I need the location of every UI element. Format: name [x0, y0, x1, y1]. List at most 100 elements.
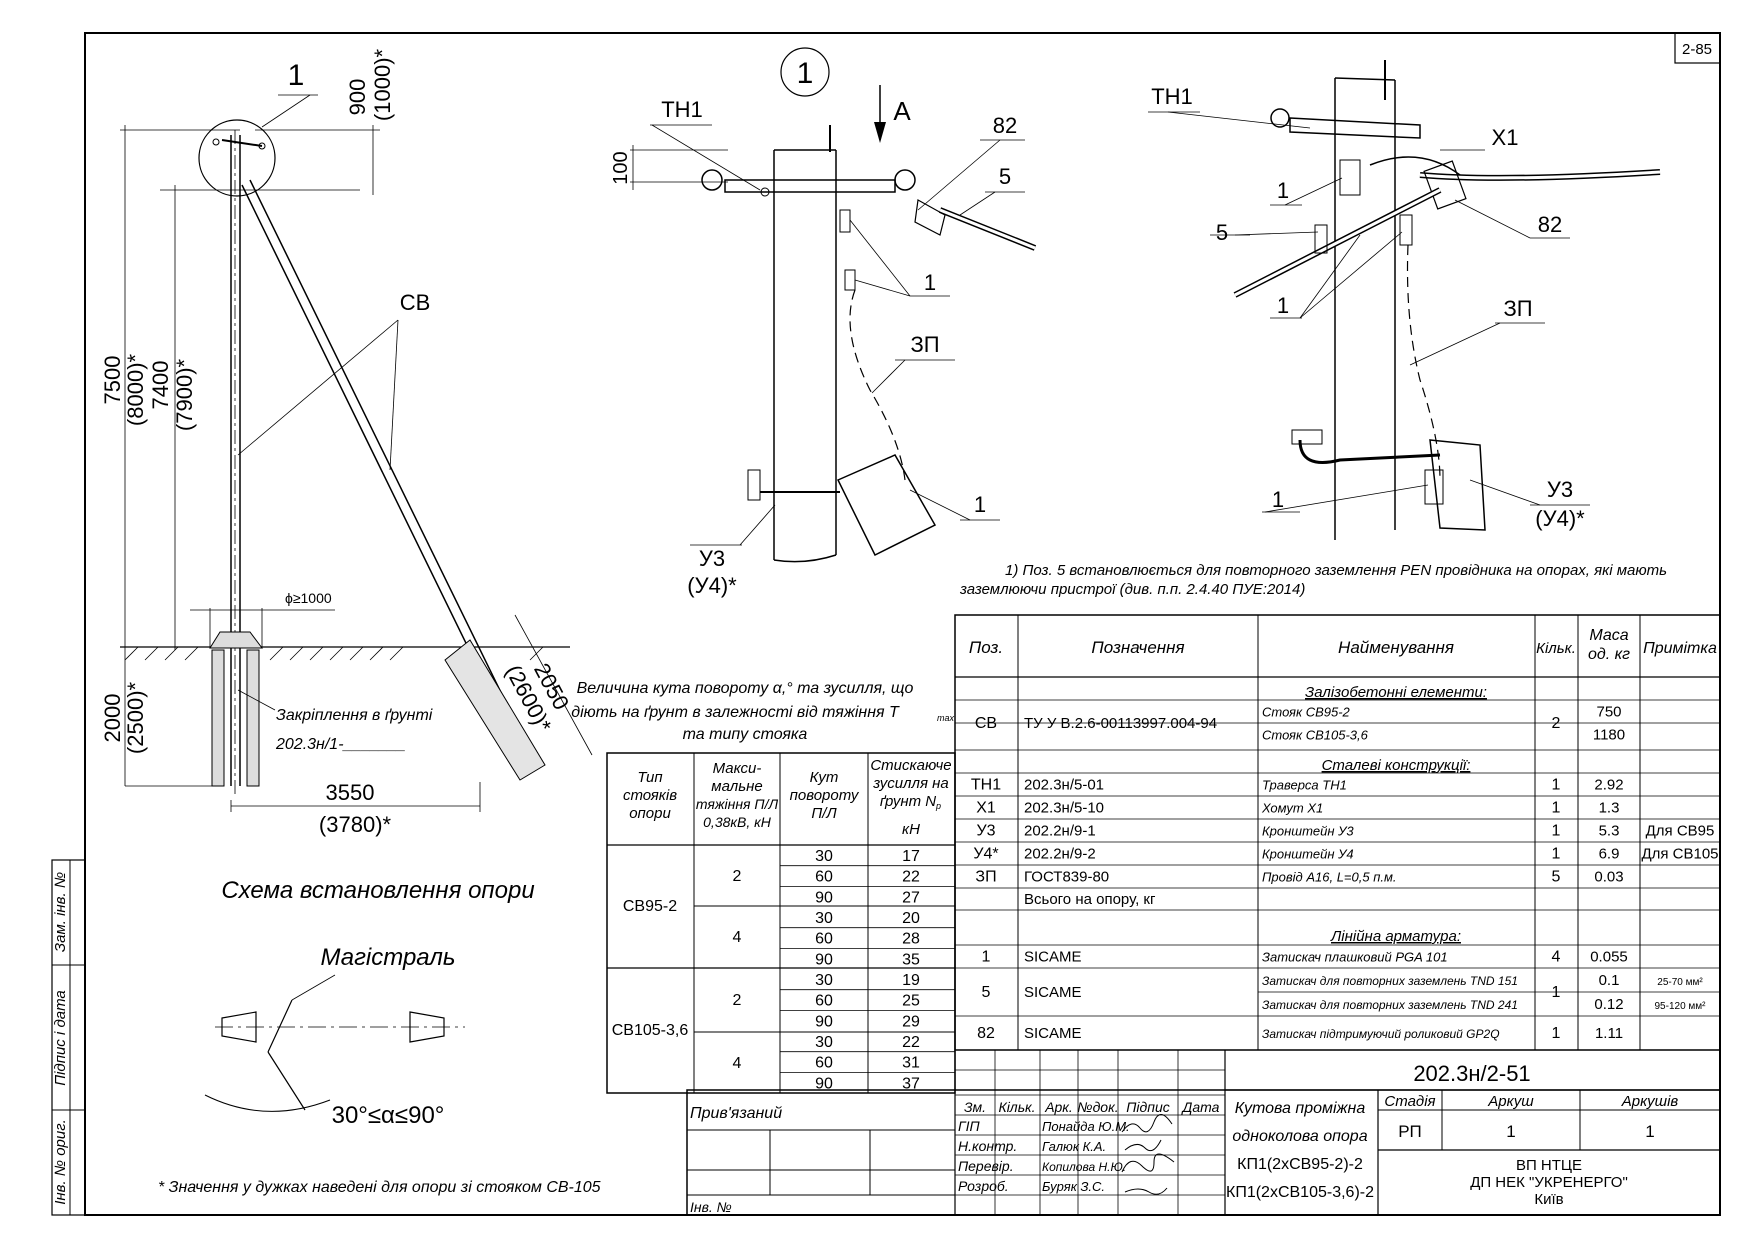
sheet-code-box [1674, 32, 1721, 64]
spec-pos: У3 [976, 823, 995, 840]
sh-mass-1: Маса [1589, 627, 1628, 644]
side-label-orig: Інв. № ориг. [52, 1119, 69, 1205]
r-label-x1: Х1 [1492, 125, 1519, 150]
sh-note: Примітка [1643, 640, 1717, 657]
ft-ten-4: 4 [733, 1055, 742, 1072]
sh-pos: Поз. [969, 638, 1003, 657]
fh-ten-4: 0,38кВ, кН [703, 814, 772, 830]
plan-label: Магістраль [320, 944, 455, 971]
r-label-u3: У3 [1547, 477, 1573, 502]
spec-designation: SICAME [1024, 984, 1082, 1001]
dim-diameter: ϕ≥1000 [285, 590, 332, 606]
spec-designation: ГОСТ839-80 [1024, 869, 1109, 886]
side-strip: Зам. інв. № Підпис і дата Інв. № ориг. [51, 859, 86, 1216]
spec-designation: ТУ У В.2.6-00113997.004-94 [1024, 715, 1217, 732]
ft-group-1: СВ95-2 [623, 898, 677, 915]
spec-designation: 202.3н/5-10 [1024, 800, 1104, 817]
section-fittings: Лінійна арматура: [1330, 928, 1461, 945]
ft-force-cell: 22 [902, 1034, 920, 1051]
spec-note: Для СВ105 [1641, 846, 1718, 863]
sheet-hdr: Аркуш [1487, 1093, 1534, 1110]
dim-2000-alt: (2500)* [123, 681, 148, 754]
ft-group-2: СВ105-3,6 [612, 1022, 689, 1039]
dim-7500-alt: (8000)* [123, 353, 148, 426]
spec-mass: 750 [1596, 704, 1621, 721]
view-label: А [893, 96, 911, 126]
scheme-title: Схема встановлення опори [221, 877, 534, 904]
spec-name: Затискач для повторних заземлень TND 151 [1262, 974, 1518, 988]
rev-h-5: Підпис [1126, 1099, 1169, 1115]
section-steel: Сталеві конструкції: [1322, 757, 1471, 774]
ft-ten-1: 2 [733, 868, 742, 885]
ft-angle-cell: 90 [815, 1013, 833, 1030]
spec-name: Стояк СВ95-2 [1262, 705, 1351, 720]
spec-pos: ЗП [975, 869, 996, 886]
org-1: ВП НТЦЕ [1516, 1157, 1582, 1174]
spec-mass: 0.055 [1590, 949, 1628, 966]
spec-mass: 6.9 [1599, 846, 1620, 863]
label-u4: (У4)* [687, 573, 737, 598]
role-2: Н.контр. [958, 1138, 1017, 1154]
rev-h-1: Зм. [964, 1099, 986, 1115]
role-3: Перевір. [958, 1158, 1014, 1174]
fh-ten-3: тяжіння П/Л [696, 796, 779, 812]
label-5: 5 [999, 164, 1011, 189]
r-label-1a: 1 [1277, 178, 1289, 203]
r-label-1b: 1 [1277, 293, 1289, 318]
label-1a: 1 [924, 270, 936, 295]
fh-ten-1: Макси- [713, 760, 762, 777]
ft-force-cell: 35 [902, 951, 920, 968]
ft-force-cell: 27 [902, 889, 920, 906]
spec-designation: 202.2н/9-2 [1024, 846, 1096, 863]
dim-900-alt: (1000)* [370, 48, 395, 121]
spec-name: Хомут Х1 [1261, 801, 1323, 816]
ft-angle-cell: 30 [815, 1034, 833, 1051]
stage-hdr: Стадія [1384, 1093, 1435, 1110]
rev-h-3: Арк. [1044, 1099, 1073, 1115]
dim-100: 100 [610, 151, 632, 184]
sheet-code: 2-85 [1682, 41, 1712, 58]
inv-no-label: Інв. № [690, 1199, 732, 1215]
dim-900: 900 [345, 79, 370, 116]
detail-center: 1 А 100 ТН1 82 5 [610, 47, 1037, 598]
spec-pos: ТН1 [971, 777, 1001, 794]
ft-angle-cell: 60 [815, 869, 833, 886]
role-1: ГІП [958, 1118, 981, 1134]
detail-callout: 1 [797, 57, 814, 90]
spec-qty: 1 [1552, 823, 1561, 840]
spec-note: 95-120 мм² [1655, 1001, 1707, 1012]
doc-code: 202.3н/2-51 [1413, 1061, 1530, 1086]
spec-pos: У4* [973, 846, 998, 863]
ft-force-cell: 20 [902, 910, 920, 927]
footnote-star: * Значення у дужках наведені для опори з… [158, 1179, 601, 1196]
plan-angle: 30°≤α≤90° [332, 1102, 445, 1129]
ft-force-cell: 22 [902, 869, 920, 886]
spec-qty: 1 [1552, 984, 1561, 1001]
ft-force-cell: 29 [902, 1013, 920, 1030]
label-u3: У3 [699, 546, 725, 571]
spec-name: Траверса ТН1 [1262, 778, 1347, 793]
dim-7400: 7400 [148, 361, 173, 410]
spec-name: Затискач підтримуючий роликовий GP2Q [1262, 1027, 1500, 1041]
spec-qty: 1 [1552, 846, 1561, 863]
force-caption-3: та типу стояка [683, 726, 808, 743]
spec-name: Кронштейн У4 [1262, 847, 1354, 862]
ft-angle-cell: 90 [815, 1075, 833, 1092]
fh-type-3: опори [629, 805, 671, 822]
section-concrete: Залізобетонні елементи: [1305, 684, 1487, 701]
sh-mass-2: од. кг [1588, 646, 1630, 663]
ft-ten-2: 4 [733, 929, 742, 946]
r-label-82: 82 [1538, 212, 1562, 237]
ft-angle-cell: 30 [815, 972, 833, 989]
spec-note: Для СВ95 [1646, 823, 1715, 840]
side-label-sign: Підпис і дата [52, 990, 69, 1086]
fh-ang-3: П/Л [811, 805, 837, 822]
ft-angle-cell: 90 [815, 951, 833, 968]
dim-3550-alt: (3780)* [319, 812, 392, 837]
note-line1: 1) Поз. 5 встановлюється для повторного … [1005, 562, 1667, 579]
sh-name: Найменування [1338, 638, 1454, 657]
spec-qty: 2 [1552, 715, 1561, 732]
ft-force-cell: 28 [902, 931, 920, 948]
rev-h-6: Дата [1181, 1099, 1220, 1115]
title-block: 202.3н/2-51 Прив'язаний Інв. № Зм. Кільк… [686, 1050, 1721, 1216]
